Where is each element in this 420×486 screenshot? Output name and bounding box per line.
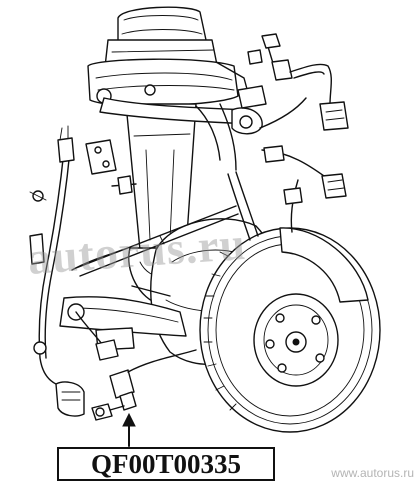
upper-control-arm bbox=[99, 85, 267, 171]
sensor-cable-right bbox=[227, 33, 349, 241]
arrow-up-icon bbox=[122, 412, 136, 447]
wheel-speed-sensor bbox=[91, 349, 197, 421]
wheel-hub-flange bbox=[253, 293, 339, 387]
linkage-rods bbox=[75, 205, 239, 297]
sensor-cable-left bbox=[29, 125, 137, 417]
part-number-label: QF00T00335 bbox=[90, 449, 241, 479]
site-url: www.autorus.ru bbox=[331, 466, 414, 480]
part-number-box: QF00T00335 bbox=[57, 447, 275, 481]
strut-top-mount bbox=[87, 6, 251, 107]
